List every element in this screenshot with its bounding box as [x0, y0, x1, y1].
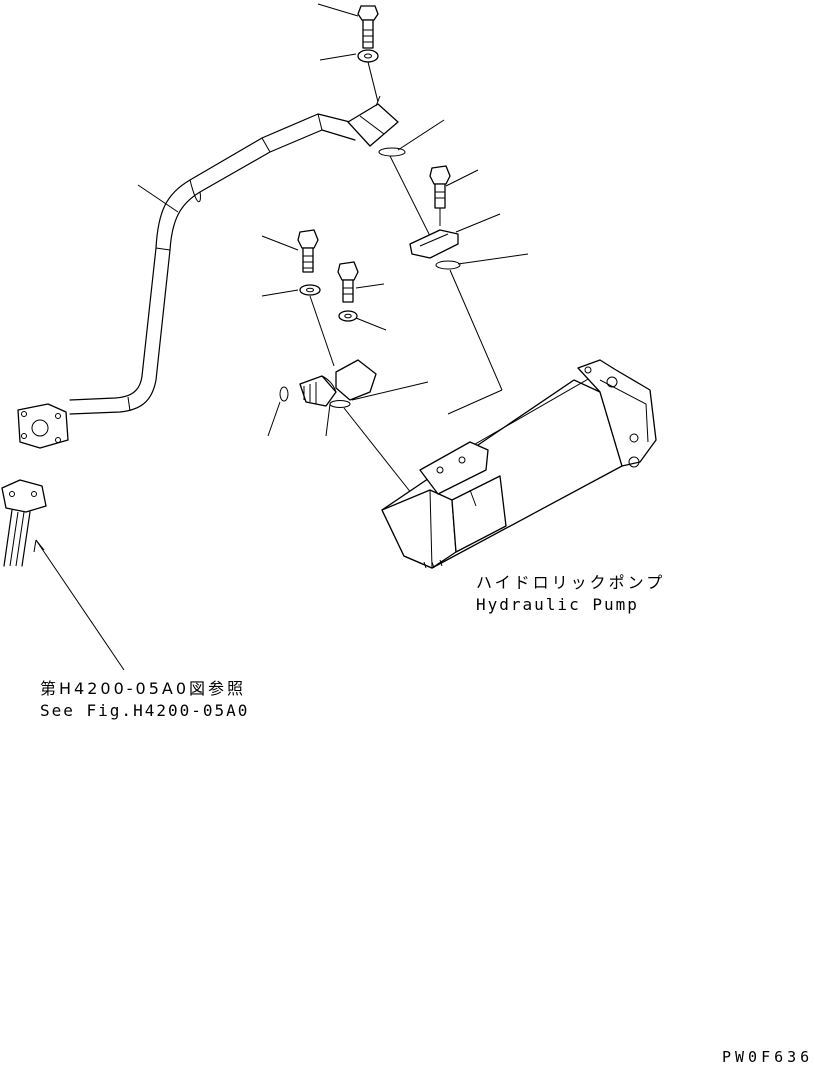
elbow-seat-callout	[351, 381, 429, 401]
elbow-seat-axis	[343, 407, 413, 495]
reference-leader-line	[35, 539, 125, 671]
reference-label-english: See Fig.H4200-05A0	[40, 701, 250, 720]
o-ring-lower-axis	[449, 269, 503, 391]
pump-label-japanese: ハイドロリックポンプ	[476, 573, 666, 592]
drawing-code: PW0F636	[722, 1048, 814, 1066]
elbow-washer-right	[338, 310, 358, 322]
elbow-washer-left	[299, 284, 321, 296]
tube-lower-flange	[17, 403, 69, 449]
hydraulic-tube	[69, 113, 356, 415]
tube-upper-flange	[347, 95, 399, 147]
elbow-washer-left-callout	[261, 289, 299, 297]
elbow-left-axis	[309, 295, 335, 367]
tube-washer-callout	[319, 53, 357, 61]
o-ring-upper-callout	[397, 119, 445, 151]
split-flange-bolt-callout	[445, 169, 479, 187]
pump-port-axis	[447, 389, 503, 415]
elbow-o-ring-seat	[329, 400, 351, 408]
elbow-bolt-left-callout	[261, 235, 299, 251]
o-ring-upper	[378, 147, 406, 157]
tube-bolt-callout	[317, 3, 359, 17]
elbow-washer-right-callout	[355, 317, 387, 331]
o-ring-elbow	[279, 386, 289, 402]
reference-hose	[1, 479, 47, 567]
tube-bolt	[357, 5, 379, 49]
tube-washer	[357, 49, 379, 63]
hydraulic-pump	[381, 359, 657, 569]
reference-label-japanese: 第H4200-05A0図参照	[40, 679, 247, 698]
elbow-fitting-callout	[325, 403, 331, 437]
elbow-bolt-right-callout	[355, 283, 385, 289]
reference-leader-arrow	[33, 539, 45, 553]
split-flange	[409, 229, 459, 259]
elbow-fitting	[299, 359, 377, 407]
o-ring-lower-callout	[457, 253, 529, 265]
split-flange-bolt	[429, 165, 451, 209]
split-flange-callout	[455, 213, 501, 233]
o-ring-lower	[435, 260, 461, 270]
tube-callout-line	[137, 184, 179, 213]
pump-label-english: Hydraulic Pump	[476, 595, 639, 614]
elbow-bolt-right	[337, 261, 359, 303]
tube-bolt-axis	[367, 61, 379, 103]
elbow-bolt-left	[297, 229, 319, 273]
o-ring-elbow-callout	[267, 401, 281, 437]
o-ring-upper-axis	[389, 155, 431, 237]
